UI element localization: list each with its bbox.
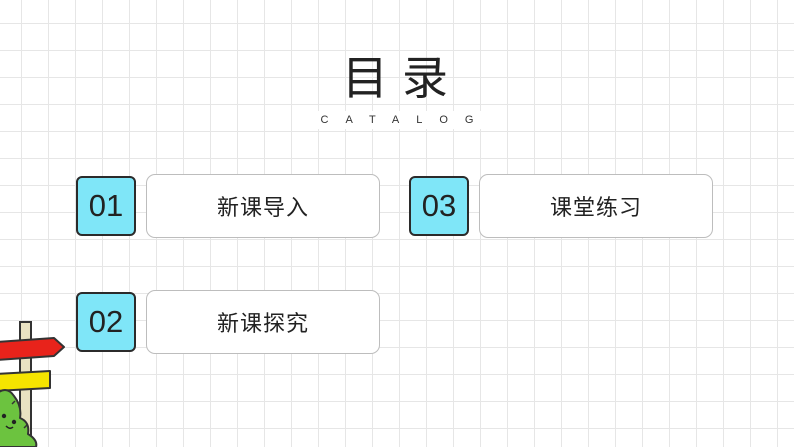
page-title: 目录 bbox=[342, 51, 462, 105]
item-number-02[interactable]: 02 bbox=[76, 292, 136, 352]
item-number-01[interactable]: 01 bbox=[76, 176, 136, 236]
item-label-02[interactable]: 新课探究 bbox=[146, 290, 380, 354]
signpost-cactus-icon bbox=[0, 321, 65, 447]
item-label-03[interactable]: 课堂练习 bbox=[479, 174, 713, 238]
item-label-01[interactable]: 新课导入 bbox=[146, 174, 380, 238]
page-subtitle: CATALOG bbox=[300, 111, 494, 129]
item-number-03[interactable]: 03 bbox=[409, 176, 469, 236]
